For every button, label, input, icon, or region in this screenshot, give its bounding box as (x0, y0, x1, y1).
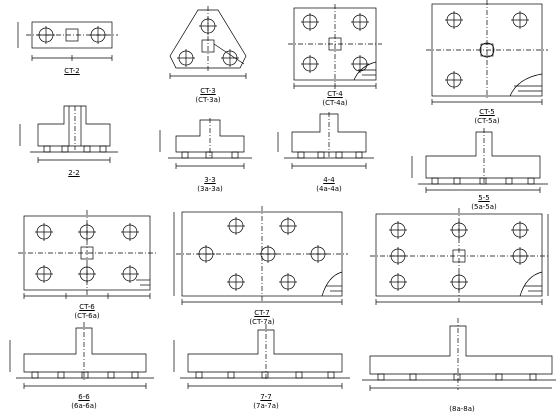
plan-ct2 (17, 21, 118, 61)
section-7-7-label: 7-7 (260, 393, 272, 401)
section-2-2-label: 2-2 (68, 169, 80, 177)
section-6-6 (9, 322, 154, 389)
plan-ct4 (288, 4, 382, 89)
ct5-label: CT-5 (479, 108, 495, 116)
section-6-6-label: 6-6 (78, 393, 90, 401)
ct6-label: CT-6 (79, 303, 95, 311)
ct2-label: CT-2 (64, 67, 80, 75)
section-5-5-label: 5-5 (478, 194, 490, 202)
section-5-5-sub-label: (5a-5a) (471, 203, 497, 211)
plan-ct5 (426, 0, 548, 105)
ct7-sub-label: (CT-7a) (249, 318, 275, 326)
section-4-4-label: 4-4 (323, 176, 335, 184)
ct3-sub-label: (CT-3a) (195, 96, 221, 104)
plan-ct6 (18, 210, 156, 299)
section-3-3-sub-label: (3a-3a) (197, 185, 223, 193)
section-5-5 (411, 128, 548, 193)
plan-ct7 (173, 206, 348, 305)
section-8-8-sub-label: (8a-8a) (449, 405, 475, 413)
section-2-2 (19, 105, 118, 163)
plan-ct8 (370, 208, 549, 305)
ct3-label: CT-3 (200, 87, 216, 95)
section-3-3-label: 3-3 (204, 176, 216, 184)
section-4-4-sub-label: (4a-4a) (316, 185, 342, 193)
section-8-8 (362, 318, 556, 391)
ct6-sub-label: (CT-6a) (74, 312, 100, 320)
plan-ct3 (169, 6, 247, 79)
ct5-sub-label: (CT-5a) (474, 117, 500, 125)
section-4-4 (277, 112, 374, 169)
section-7-7 (173, 324, 350, 389)
ct4-label: CT-4 (327, 90, 343, 98)
section-6-6-sub-label: (6a-6a) (71, 402, 97, 410)
section-3-3 (159, 118, 252, 169)
ct4-sub-label: (CT-4a) (322, 99, 348, 107)
ct7-label: CT-7 (254, 309, 270, 317)
section-7-7-sub-label: (7a-7a) (253, 402, 279, 410)
